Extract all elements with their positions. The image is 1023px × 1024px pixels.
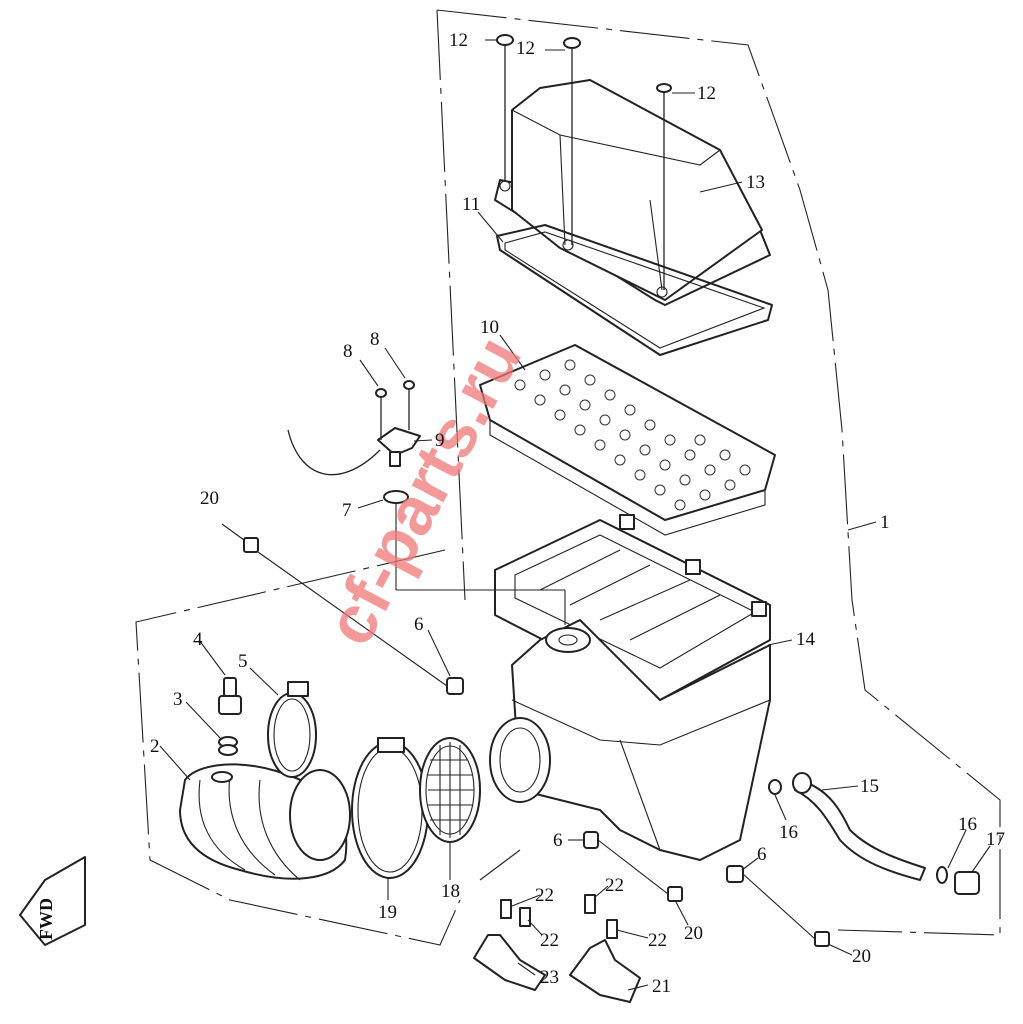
callout-20-mid: 20 <box>684 923 703 944</box>
callout-15: 15 <box>860 776 879 797</box>
callout-13: 13 <box>746 172 765 193</box>
intake-screen <box>419 737 481 843</box>
sensor-assembly <box>287 380 566 625</box>
forward-direction-arrow: FWD <box>19 856 86 946</box>
callout-10: 10 <box>480 317 499 338</box>
leader-lines <box>159 39 991 991</box>
callout-22-c: 22 <box>605 875 624 896</box>
drain-hose <box>768 772 980 895</box>
callout-22-b: 22 <box>540 930 559 951</box>
callout-6-right: 6 <box>757 844 767 865</box>
callout-12-b: 12 <box>516 38 535 59</box>
callout-22-d: 22 <box>648 930 667 951</box>
callout-9: 9 <box>435 430 445 451</box>
filter-mesh-pattern <box>514 359 751 511</box>
cover-screws <box>496 34 672 290</box>
callout-16-left: 16 <box>779 822 798 843</box>
callout-6-mid: 6 <box>553 830 563 851</box>
callout-5: 5 <box>238 651 248 672</box>
mounting-brackets <box>473 894 641 1003</box>
callout-18: 18 <box>441 881 460 902</box>
fwd-label: FWD <box>36 898 56 940</box>
air-filter-cover <box>494 79 771 306</box>
callout-23: 23 <box>540 967 559 988</box>
cover-gasket <box>496 224 773 356</box>
callout-19: 19 <box>378 902 397 923</box>
filter-element <box>479 344 776 536</box>
callout-3: 3 <box>173 689 183 710</box>
callout-16-right: 16 <box>958 814 977 835</box>
callout-14: 14 <box>796 629 816 650</box>
callout-1: 1 <box>880 512 890 533</box>
callout-12-a: 12 <box>449 30 468 51</box>
callout-7: 7 <box>342 500 352 521</box>
callout-labels: 1 2 3 4 5 6 6 6 7 8 8 9 10 11 12 12 12 1… <box>150 30 1005 997</box>
air-box <box>489 514 771 861</box>
callout-12-c: 12 <box>697 83 716 104</box>
callout-17: 17 <box>986 829 1005 850</box>
callout-6-top: 6 <box>414 614 424 635</box>
callout-8-right: 8 <box>370 329 380 350</box>
callout-2: 2 <box>150 736 160 757</box>
duct-fittings <box>218 677 317 778</box>
intake-duct <box>179 763 351 881</box>
callout-8-left: 8 <box>343 341 353 362</box>
callout-22-a: 22 <box>535 885 554 906</box>
callout-11: 11 <box>462 194 480 215</box>
callout-20-right: 20 <box>852 946 871 967</box>
callout-21: 21 <box>652 976 671 997</box>
assembly-boundary <box>135 9 1001 946</box>
intake-clamp <box>351 737 429 879</box>
callout-4: 4 <box>193 629 203 650</box>
grommets-and-bolts <box>243 537 830 947</box>
callout-20-top: 20 <box>200 488 219 509</box>
